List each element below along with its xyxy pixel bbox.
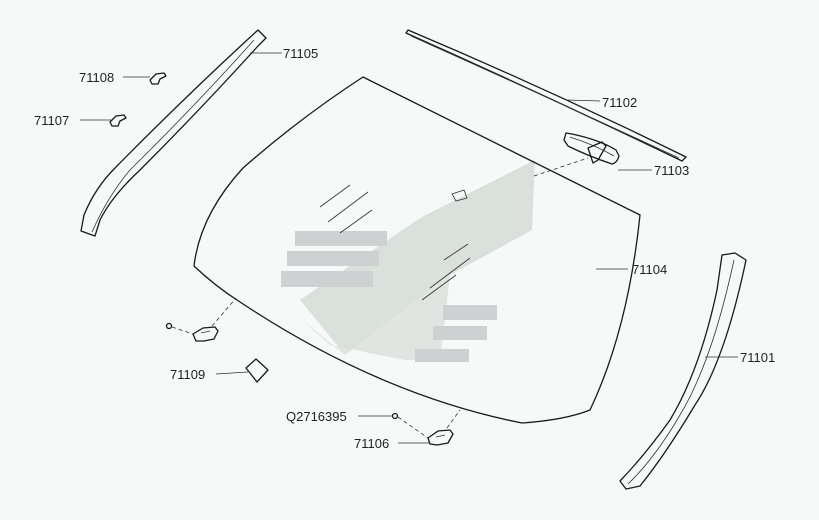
left-bracket[interactable] <box>192 297 237 342</box>
leader-lines <box>80 52 738 444</box>
label-71105: 71105 <box>283 46 318 61</box>
label-71101: 71101 <box>740 350 775 365</box>
label-71102: 71102 <box>602 95 637 110</box>
label-q2716395: Q2716395 <box>286 409 347 424</box>
label-71103: 71103 <box>654 163 689 178</box>
label-71104: 71104 <box>632 262 667 277</box>
pad-71109[interactable] <box>245 358 269 383</box>
label-71106: 71106 <box>354 436 389 451</box>
rearview-mirror[interactable] <box>533 132 620 177</box>
left-pillar-molding[interactable] <box>80 29 267 237</box>
label-71109: 71109 <box>170 367 205 382</box>
windshield-glass[interactable] <box>193 76 641 424</box>
screw-left[interactable] <box>165 322 194 335</box>
clip-71108[interactable] <box>149 72 167 85</box>
screw-q2716395[interactable] <box>391 412 429 439</box>
right-pillar-molding[interactable] <box>619 252 747 490</box>
label-71107: 71107 <box>34 113 69 128</box>
roof-molding-strip[interactable] <box>405 29 687 162</box>
brand-logo-watermark <box>281 160 535 362</box>
bracket-71106[interactable] <box>427 409 461 446</box>
label-71108: 71108 <box>79 70 114 85</box>
clip-71107[interactable] <box>109 114 127 127</box>
